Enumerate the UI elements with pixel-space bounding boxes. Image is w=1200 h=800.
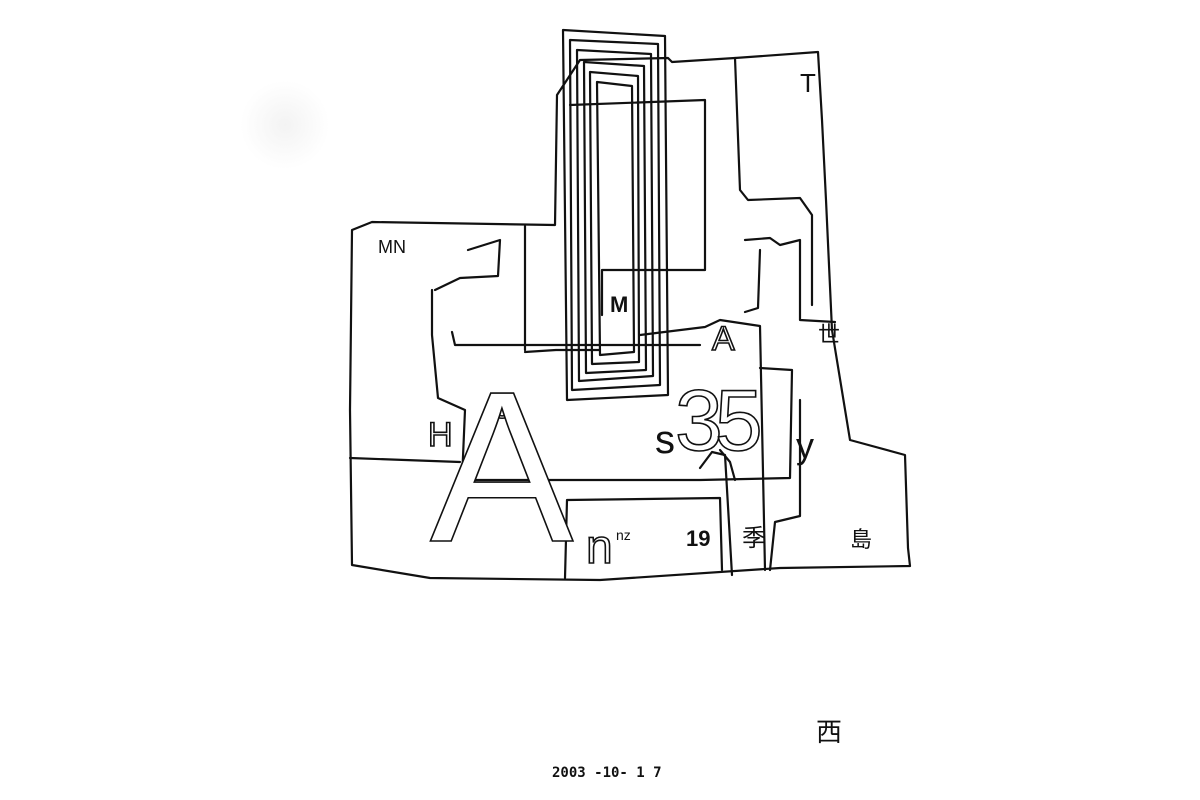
label-shima: 島 [850,528,873,553]
label-h: H [427,416,453,454]
date-stamp: 2003 -10- 1 7 [552,765,662,781]
label-shi: 世 [818,323,841,348]
label-mn: MN [378,237,406,257]
label-m: M [610,292,629,317]
label-nz: nz [616,527,631,543]
label-n: n [585,521,613,574]
label-ki: 季 [742,524,766,552]
label-19: 19 [686,526,711,551]
paper-smudge [240,80,330,170]
label-a-big: A [429,346,574,587]
signature: 西 [816,718,843,748]
label-s: s [655,418,675,462]
outer-contour [348,50,912,582]
label-35: 35 [674,373,763,469]
label-y: y [796,425,814,466]
label-t: T [800,68,816,98]
label-e: e [491,385,513,426]
label-a-small: A [711,320,735,358]
